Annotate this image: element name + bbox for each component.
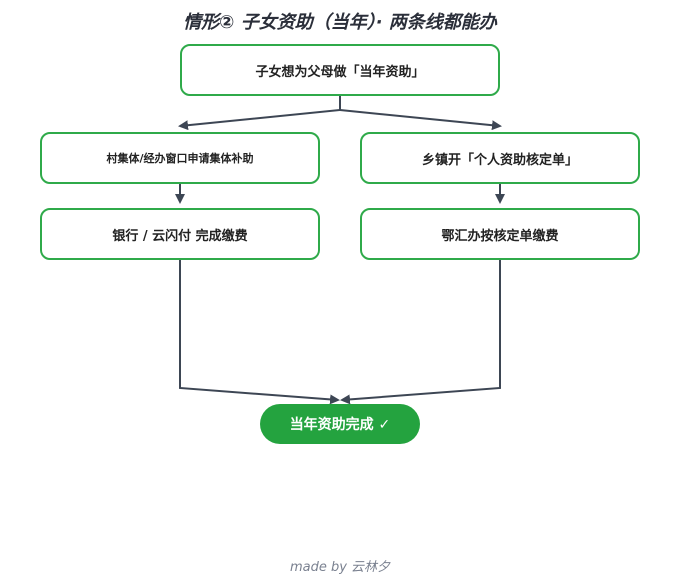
node-left-bottom: 银行 / 云闪付 完成缴费 xyxy=(40,208,320,260)
node-end: 当年资助完成 ✓ xyxy=(260,404,420,444)
edge-right-bottom-to-end xyxy=(340,260,501,405)
diagram-title: 情形② 子女资助（当年）· 两条线都能办 xyxy=(183,12,497,33)
node-right-bottom: 鄂汇办按核定单缴费 xyxy=(360,208,640,260)
node-right-top: 乡镇开「个人资助核定单」 xyxy=(360,132,640,184)
edge-left-bottom-to-end xyxy=(179,260,340,405)
edge-start-to-right xyxy=(339,109,502,131)
footer-credit: made by 云林夕 xyxy=(289,560,391,575)
edge-start-to-left xyxy=(178,96,341,131)
node-start: 子女想为父母做「当年资助」 xyxy=(180,44,500,96)
node-left-top: 村集体/经办窗口申请集体补助 xyxy=(40,132,320,184)
